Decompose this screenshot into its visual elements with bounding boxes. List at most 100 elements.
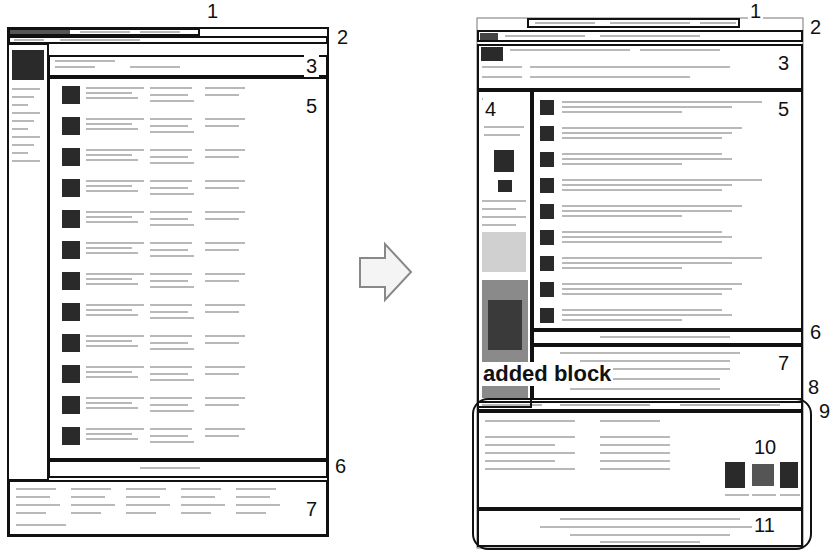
greek-text-line <box>562 241 722 243</box>
page-block: 10 <box>477 411 803 509</box>
greek-text-line <box>86 149 144 151</box>
greek-text-line <box>150 280 188 282</box>
greek-text-line <box>86 118 144 120</box>
greek-text-line <box>86 180 144 182</box>
greek-text-line <box>12 96 34 98</box>
thumbnail <box>540 126 554 141</box>
callout-number: 3 <box>776 52 791 74</box>
greek-text-line <box>205 118 245 120</box>
greek-text-line <box>562 210 732 212</box>
thumbnail <box>498 180 512 192</box>
greek-text-line <box>780 494 800 496</box>
greek-text-line <box>150 100 194 102</box>
greek-text-line <box>205 373 239 375</box>
greek-text-line <box>562 283 742 285</box>
greek-text-line <box>12 152 28 154</box>
greek-text-line <box>540 526 760 528</box>
greek-text-line <box>71 504 115 506</box>
greek-text-line <box>150 218 188 220</box>
page-block: 5 <box>48 77 328 460</box>
greek-text-line <box>86 304 144 306</box>
greek-text-line <box>562 314 732 316</box>
greek-text-line <box>12 104 28 106</box>
greek-text-line <box>86 92 132 94</box>
greek-text-line <box>86 428 144 430</box>
page-block: 2 <box>477 30 803 42</box>
greek-text-line <box>86 314 138 316</box>
greek-text-line <box>150 348 194 350</box>
greek-text-line <box>570 534 730 536</box>
greek-text-line <box>181 488 221 490</box>
greek-text-line <box>150 162 194 164</box>
greek-text-line <box>530 76 690 78</box>
page-block: 4 <box>477 90 532 408</box>
header-bar <box>10 30 70 34</box>
greek-text-line <box>55 66 95 68</box>
greek-text-line <box>562 101 762 103</box>
thumbnail <box>540 256 554 271</box>
thumbnail <box>62 179 80 197</box>
greek-text-line <box>562 288 732 290</box>
thumbnail <box>62 148 80 166</box>
greek-text-line <box>562 293 722 295</box>
greek-text-line <box>140 467 200 469</box>
greek-text-line <box>205 304 245 306</box>
greek-text-line <box>485 468 575 470</box>
greek-text-line <box>86 216 132 218</box>
greek-text-line <box>205 156 239 158</box>
greek-text-line <box>150 366 192 368</box>
callout-number: 6 <box>333 455 348 477</box>
thumbnail <box>540 100 554 115</box>
greek-text-line <box>205 211 245 213</box>
greek-text-line <box>150 286 194 288</box>
greek-text-line <box>150 404 188 406</box>
greek-text-line <box>86 371 132 373</box>
greek-text-line <box>562 111 682 113</box>
greek-text-line <box>86 190 138 192</box>
page-frame <box>8 28 328 536</box>
greek-text-line <box>150 125 188 127</box>
thumbnail <box>752 464 774 486</box>
greek-text-line <box>562 137 722 139</box>
greek-text-line <box>86 366 144 368</box>
greek-text-line <box>236 496 270 498</box>
greek-text-line <box>86 433 132 435</box>
greek-text-line <box>562 184 732 186</box>
greek-text-line <box>150 273 192 275</box>
greek-text-line <box>600 336 730 338</box>
callout-number: 1 <box>205 0 220 22</box>
greek-text-line <box>725 494 749 496</box>
callout-number: 9 <box>817 400 832 422</box>
page-block: 5 <box>532 90 803 330</box>
thumbnail <box>62 365 80 383</box>
greek-text-line <box>126 512 156 514</box>
annotation-label: added block <box>481 362 613 386</box>
greek-text-line <box>150 211 192 213</box>
greek-text-line <box>55 60 115 62</box>
greek-text-line <box>12 160 40 162</box>
logo <box>480 33 498 40</box>
thumbnail <box>62 427 80 445</box>
greek-text-line <box>600 420 660 422</box>
greek-text-line <box>205 342 239 344</box>
thumbnail <box>494 150 514 172</box>
greek-text-line <box>181 512 211 514</box>
greek-text-line <box>130 66 180 68</box>
thumbnail <box>62 210 80 228</box>
greek-text-line <box>86 154 132 156</box>
greek-text-line <box>535 22 595 24</box>
thumbnail <box>725 462 745 488</box>
greek-text-line <box>205 311 239 313</box>
greek-text-line <box>482 76 522 78</box>
greek-text-line <box>16 496 50 498</box>
thumbnail <box>12 50 44 80</box>
greek-text-line <box>71 512 101 514</box>
greek-text-line <box>205 428 245 430</box>
greek-text-line <box>86 309 132 311</box>
greek-text-line <box>560 352 740 354</box>
greek-text-line <box>86 242 144 244</box>
thumbnail <box>62 241 80 259</box>
greek-text-line <box>150 410 194 412</box>
greek-text-line <box>150 428 192 430</box>
